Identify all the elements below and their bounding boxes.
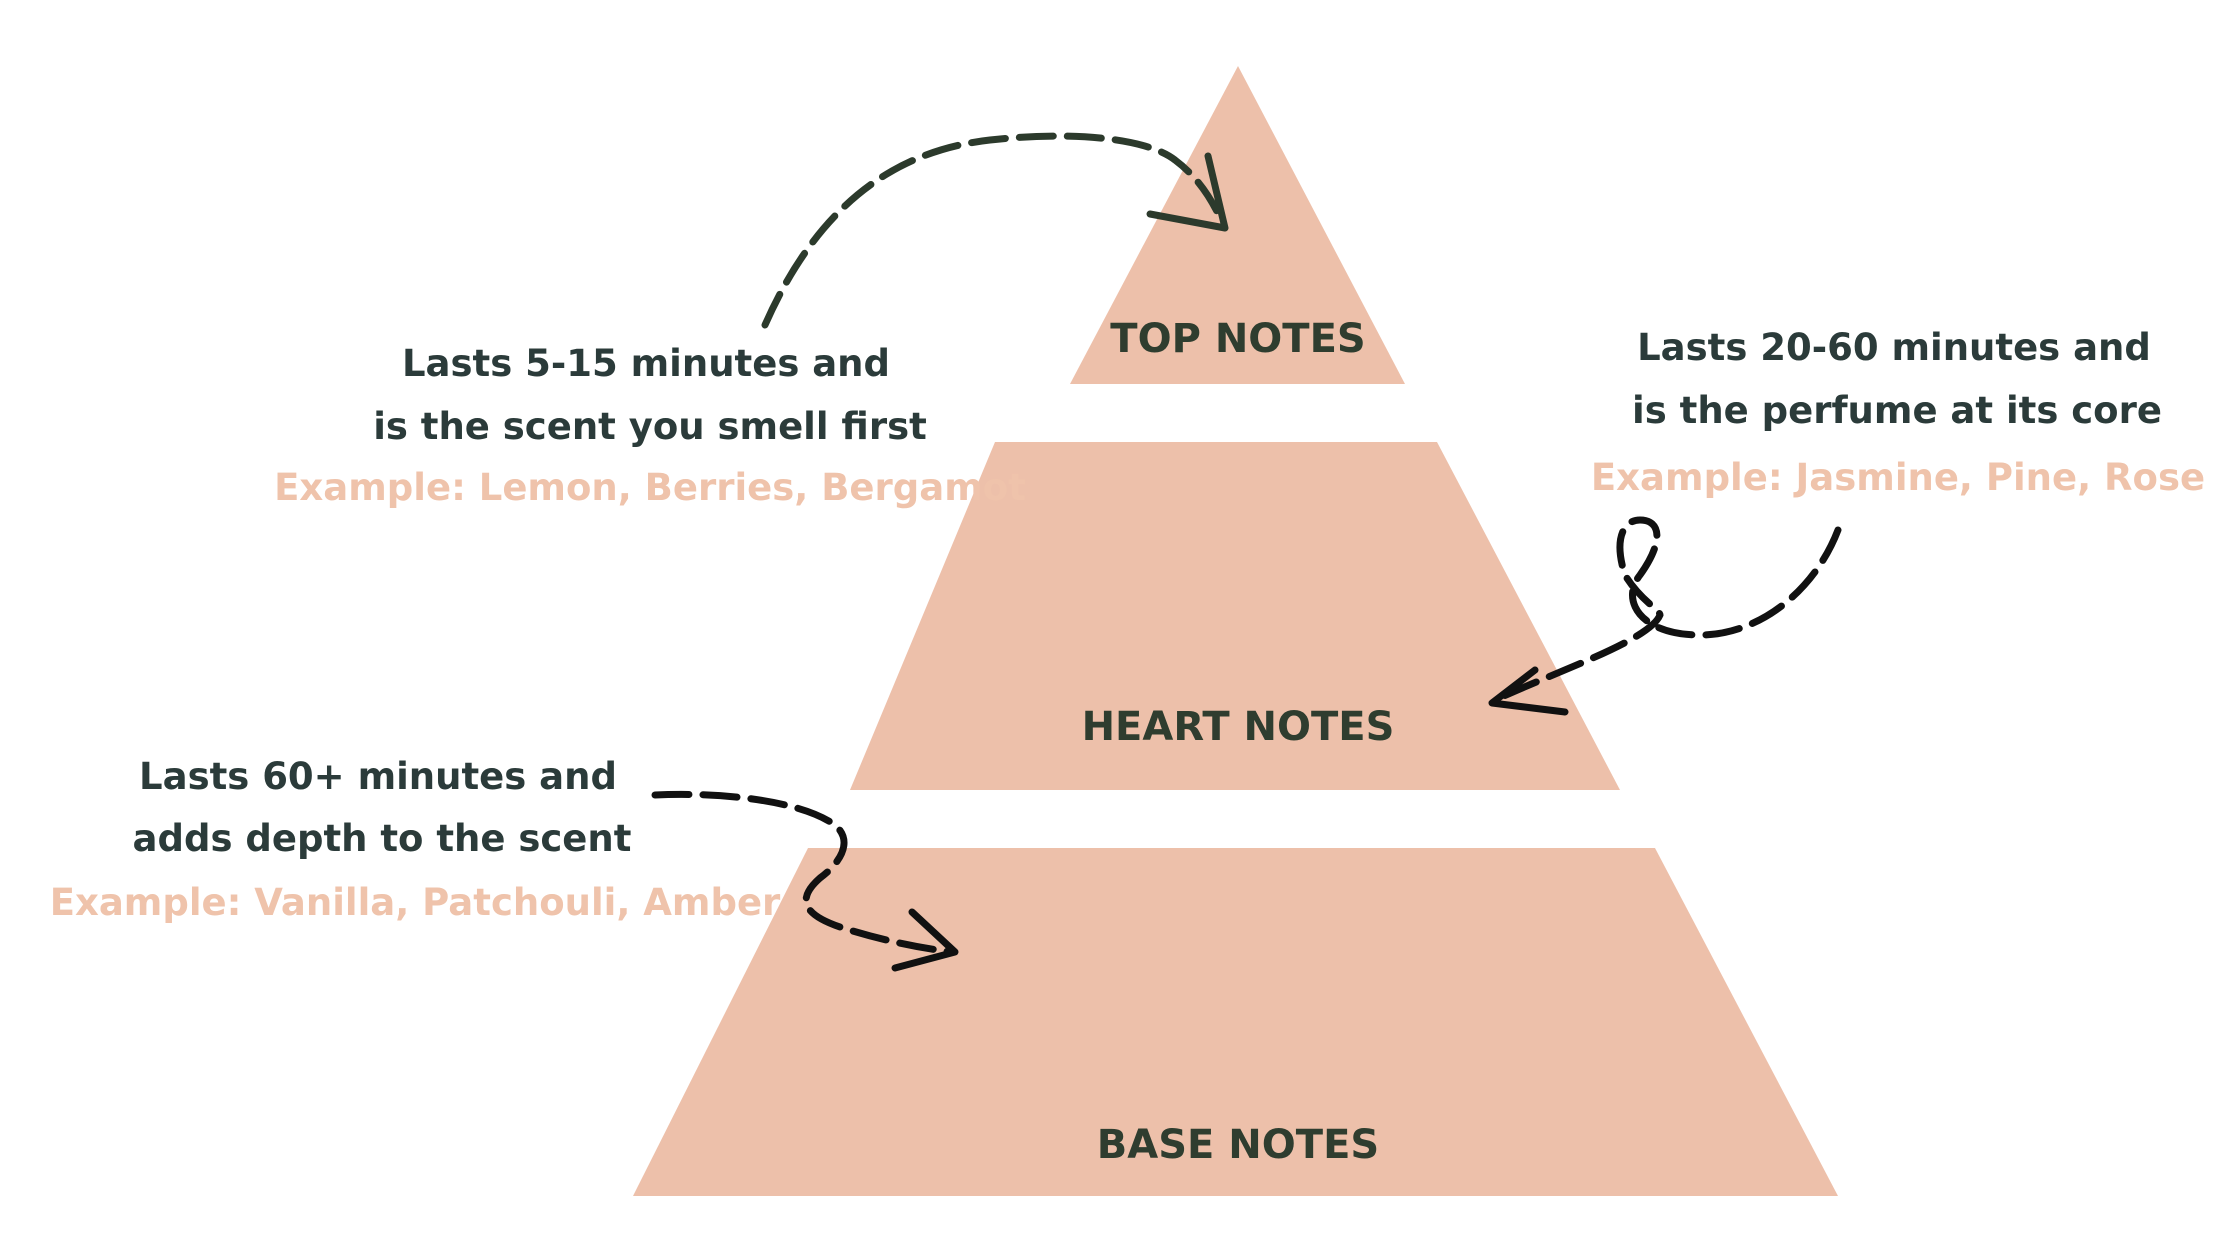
heart-notes-example: Example: Jasmine, Pine, Rose <box>1591 456 2205 499</box>
base-notes-description-line: adds depth to the scent <box>133 817 632 860</box>
top-notes-duration-line: Lasts 5-15 minutes and <box>402 342 890 385</box>
top-notes-description-line: is the scent you smell first <box>373 405 927 448</box>
top-notes-example: Example: Lemon, Berries, Bergamot <box>274 466 1026 509</box>
heart-notes-annotation: Lasts 20-60 minutes and is the perfume a… <box>1591 326 2205 499</box>
base-notes-arrow <box>651 790 959 972</box>
heart-notes-label: HEART NOTES <box>1082 704 1395 750</box>
top-notes-tier <box>1070 66 1405 384</box>
heart-notes-description-line: is the perfume at its core <box>1632 389 2162 432</box>
base-notes-duration-line: Lasts 60+ minutes and <box>139 755 617 798</box>
top-notes-arrow <box>761 132 1229 329</box>
top-notes-annotation: Lasts 5-15 minutes and is the scent you … <box>274 342 1026 509</box>
heart-notes-duration-line: Lasts 20-60 minutes and <box>1637 326 2151 369</box>
base-notes-annotation: Lasts 60+ minutes and adds depth to the … <box>50 755 781 924</box>
base-notes-example: Example: Vanilla, Patchouli, Amber <box>50 881 781 924</box>
base-notes-label: BASE NOTES <box>1097 1122 1379 1168</box>
top-notes-label: TOP NOTES <box>1110 316 1365 362</box>
heart-notes-arrow <box>1488 516 1842 716</box>
heart-notes-tier <box>850 442 1620 790</box>
